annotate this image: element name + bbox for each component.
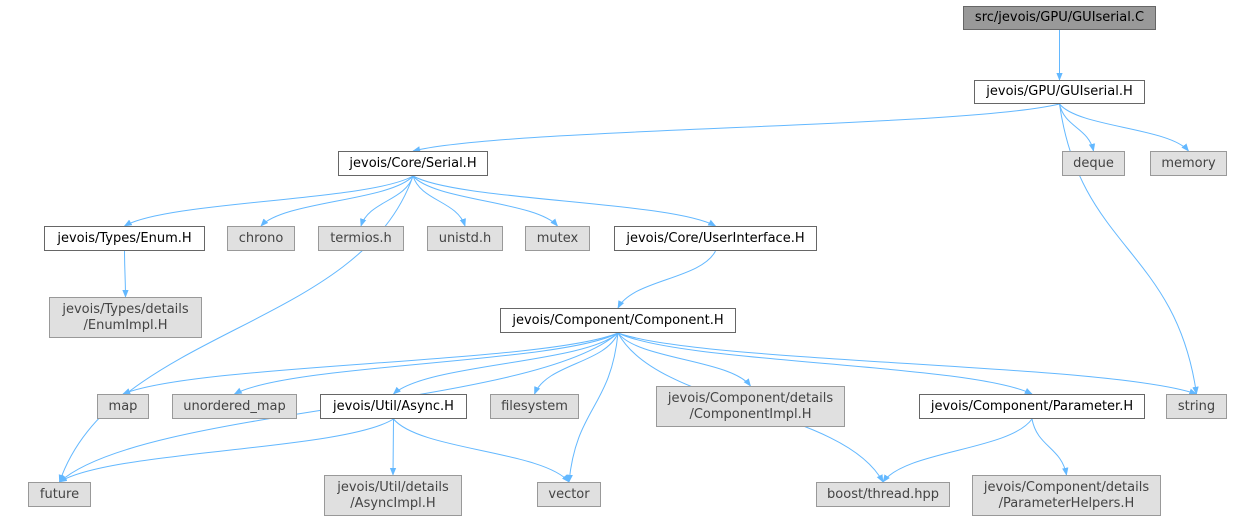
node-map[interactable]: map <box>97 394 149 419</box>
edge-component_h-to-string <box>617 332 1198 395</box>
node-guiserial-c[interactable]: src/jevois/GPU/GUIserial.C <box>963 6 1156 30</box>
node-label-line-1: jevois/Component/details <box>667 390 834 406</box>
node-label: chrono <box>238 230 284 246</box>
node-label: jevois/Component/Parameter.H <box>930 398 1134 414</box>
edge-async_h-to-asyncimpl_h <box>389 418 397 476</box>
edge-component_h-to-vector <box>566 332 619 483</box>
edge-serial_h-to-unistd <box>412 175 466 227</box>
node-parameter-h[interactable]: jevois/Component/Parameter.H <box>919 394 1145 419</box>
node-label: jevois/Types/Enum.H <box>57 230 192 246</box>
node-label-line-2: /AsyncImpl.H <box>350 495 436 511</box>
node-async-h[interactable]: jevois/Util/Async.H <box>320 394 467 419</box>
edge-async_h-to-vector <box>393 418 570 483</box>
edge-guiserial_h-to-deque <box>1059 103 1096 152</box>
edge-serial_h-to-mutex <box>412 175 559 227</box>
edge-component_h-to-unordered_map <box>233 332 619 395</box>
node-label-line-2: /EnumImpl.H <box>83 317 168 333</box>
node-string[interactable]: string <box>1166 394 1227 419</box>
node-label: unordered_map <box>183 398 286 414</box>
node-enum-h[interactable]: jevois/Types/Enum.H <box>44 226 205 251</box>
edge-serial_h-to-termios <box>360 175 414 227</box>
node-serial-h[interactable]: jevois/Core/Serial.H <box>338 151 488 176</box>
node-label: jevois/Core/UserInterface.H <box>626 230 805 246</box>
node-label-line-1: jevois/Types/details <box>62 301 189 317</box>
node-label-line-1: jevois/Util/details <box>337 479 449 495</box>
node-label-line-2: /ComponentImpl.H <box>689 406 812 422</box>
node-parameterhelpers-h[interactable]: jevois/Component/details /ParameterHelpe… <box>972 475 1161 516</box>
node-vector[interactable]: vector <box>537 482 601 507</box>
node-deque[interactable]: deque <box>1062 151 1125 176</box>
edge-parameter_h-to-boost_thread <box>882 418 1033 483</box>
edge-component_h-to-parameter_h <box>617 332 1033 395</box>
node-label: string <box>1177 398 1216 414</box>
edge-component_h-to-map <box>122 332 619 395</box>
node-label: map <box>108 398 138 414</box>
node-label: boost/thread.hpp <box>827 486 939 502</box>
node-label: jevois/GPU/GUIserial.H <box>986 84 1133 99</box>
edge-serial_h-to-enum_h <box>123 175 414 227</box>
node-label: src/jevois/GPU/GUIserial.C <box>974 10 1145 25</box>
node-label: deque <box>1073 155 1114 171</box>
node-label: jevois/Component/Component.H <box>512 312 724 328</box>
node-unistd-h[interactable]: unistd.h <box>427 226 503 251</box>
edge-userinterface_h-to-component_h <box>617 250 716 309</box>
node-label: memory <box>1161 155 1216 171</box>
node-label-line-1: jevois/Component/details <box>983 479 1150 495</box>
edge-parameter_h-to-parameterhelpers_h <box>1031 418 1069 476</box>
node-enumimpl-h[interactable]: jevois/Types/details /EnumImpl.H <box>49 297 202 338</box>
node-label: unistd.h <box>438 230 492 246</box>
node-unordered-map[interactable]: unordered_map <box>172 394 297 419</box>
node-componentimpl-h[interactable]: jevois/Component/details /ComponentImpl.… <box>656 386 845 427</box>
edge-guiserial_h-to-serial_h <box>412 103 1060 153</box>
node-label: jevois/Core/Serial.H <box>349 155 477 171</box>
edge-guiserial_h-to-string <box>1059 103 1199 395</box>
node-userinterface-h[interactable]: jevois/Core/UserInterface.H <box>614 226 817 251</box>
node-component-h[interactable]: jevois/Component/Component.H <box>500 308 736 333</box>
node-label-line-2: /ParameterHelpers.H <box>998 495 1135 511</box>
edge-enum_h-to-enumimpl_h <box>122 250 129 298</box>
node-termios-h[interactable]: termios.h <box>318 226 404 251</box>
node-label: vector <box>548 486 590 502</box>
node-asyncimpl-h[interactable]: jevois/Util/details /AsyncImpl.H <box>324 475 462 516</box>
edge-serial_h-to-userinterface_h <box>412 175 717 227</box>
node-mutex[interactable]: mutex <box>525 226 590 251</box>
node-label: jevois/Util/Async.H <box>333 398 454 414</box>
edge-component_h-to-async_h <box>392 332 619 395</box>
node-future[interactable]: future <box>28 482 91 507</box>
edge-guiserial_h-to-memory <box>1059 103 1190 152</box>
node-guiserial-h[interactable]: jevois/GPU/GUIserial.H <box>974 80 1145 104</box>
edge-async_h-to-future <box>58 418 394 483</box>
edge-component_h-to-componentimpl_h <box>617 332 751 387</box>
node-memory[interactable]: memory <box>1150 151 1227 176</box>
node-label: future <box>39 486 80 502</box>
node-label: filesystem <box>501 398 568 414</box>
node-chrono[interactable]: chrono <box>227 226 295 251</box>
node-label: termios.h <box>330 230 392 246</box>
edge-serial_h-to-chrono <box>260 175 414 227</box>
node-boost-thread-hpp[interactable]: boost/thread.hpp <box>816 482 950 507</box>
node-filesystem[interactable]: filesystem <box>490 394 579 419</box>
node-label: mutex <box>536 230 579 246</box>
edge-component_h-to-filesystem <box>534 332 619 395</box>
